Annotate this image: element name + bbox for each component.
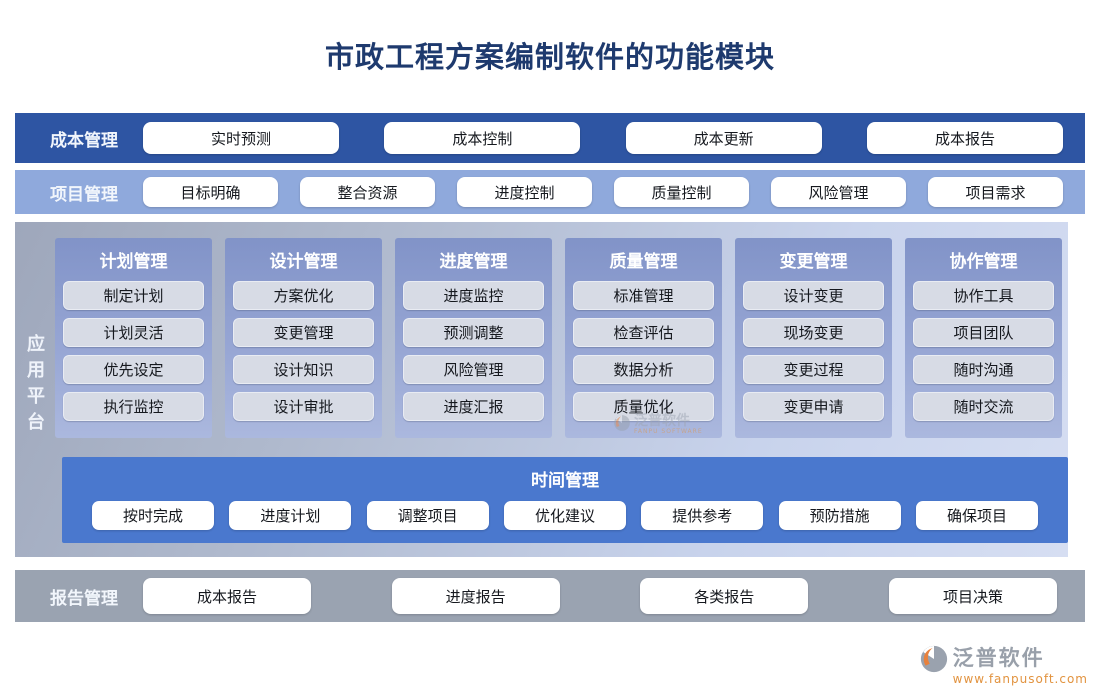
column-collaboration-management: 协作管理 协作工具 项目团队 随时沟通 随时交流 xyxy=(905,238,1062,438)
project-band-button-3[interactable]: 进度控制 xyxy=(457,177,592,207)
time-band-button-3[interactable]: 调整项目 xyxy=(366,501,489,530)
column-design-management: 设计管理 方案优化 变更管理 设计知识 设计审批 xyxy=(225,238,382,438)
column-item[interactable]: 随时交流 xyxy=(913,392,1054,421)
report-management-band: 报告管理 成本报告 进度报告 各类报告 项目决策 xyxy=(15,570,1085,622)
column-header: 进度管理 xyxy=(439,252,508,272)
column-plan-management: 计划管理 制定计划 计划灵活 优先设定 执行监控 xyxy=(55,238,212,438)
column-item[interactable]: 协作工具 xyxy=(913,281,1054,310)
page-title: 市政工程方案编制软件的功能模块 xyxy=(324,40,775,74)
column-item[interactable]: 进度汇报 xyxy=(403,392,544,421)
project-band-button-6[interactable]: 项目需求 xyxy=(928,177,1063,207)
column-header: 质量管理 xyxy=(609,252,678,272)
time-band-button-4[interactable]: 优化建议 xyxy=(503,501,626,530)
module-columns: 计划管理 制定计划 计划灵活 优先设定 执行监控 设计管理 方案优化 变更管理 … xyxy=(55,238,1062,438)
time-band-button-7[interactable]: 确保项目 xyxy=(915,501,1038,530)
project-band-button-2[interactable]: 整合资源 xyxy=(300,177,435,207)
column-item[interactable]: 项目团队 xyxy=(913,318,1054,347)
column-change-management: 变更管理 设计变更 现场变更 变更过程 变更申请 xyxy=(735,238,892,438)
cost-band-label: 成本管理 xyxy=(50,130,118,151)
column-item[interactable]: 数据分析 xyxy=(573,355,714,384)
report-band-label: 报告管理 xyxy=(50,588,118,609)
fanpu-logo-icon xyxy=(920,645,947,673)
report-band-button-1[interactable]: 成本报告 xyxy=(143,578,311,614)
project-management-band: 项目管理 目标明确 整合资源 进度控制 质量控制 风险管理 项目需求 xyxy=(15,170,1085,214)
time-management-band: 时间管理 按时完成 进度计划 调整项目 优化建议 提供参考 预防措施 确保项目 xyxy=(62,457,1068,543)
cost-band-button-3[interactable]: 成本更新 xyxy=(625,122,822,154)
fanpu-logo: 泛普软件 www.fanpusoft.com xyxy=(919,642,1088,686)
report-band-button-2[interactable]: 进度报告 xyxy=(391,578,560,614)
column-item[interactable]: 变更过程 xyxy=(743,355,884,384)
time-band-button-2[interactable]: 进度计划 xyxy=(229,501,352,530)
column-item[interactable]: 标准管理 xyxy=(573,281,714,310)
column-item[interactable]: 随时沟通 xyxy=(913,355,1054,384)
column-item[interactable]: 设计变更 xyxy=(743,281,884,310)
column-item[interactable]: 优先设定 xyxy=(63,355,204,384)
cost-management-band: 成本管理 实时预测 成本控制 成本更新 成本报告 xyxy=(15,113,1085,163)
cost-band-button-2[interactable]: 成本控制 xyxy=(384,122,581,154)
time-band-button-1[interactable]: 按时完成 xyxy=(92,501,214,530)
column-progress-management: 进度管理 进度监控 预测调整 风险管理 进度汇报 xyxy=(395,238,552,438)
column-item[interactable]: 制定计划 xyxy=(63,281,204,310)
time-band-button-5[interactable]: 提供参考 xyxy=(641,501,764,530)
project-band-buttons: 目标明确 整合资源 进度控制 质量控制 风险管理 项目需求 xyxy=(143,177,1085,207)
time-band-buttons: 按时完成 进度计划 调整项目 优化建议 提供参考 预防措施 确保项目 xyxy=(62,501,1068,530)
column-item[interactable]: 变更申请 xyxy=(743,392,884,421)
column-header: 计划管理 xyxy=(99,252,168,272)
fanpu-logo-url[interactable]: www.fanpusoft.com xyxy=(952,672,1088,686)
report-band-button-4[interactable]: 项目决策 xyxy=(888,578,1057,614)
report-band-buttons: 成本报告 进度报告 各类报告 项目决策 xyxy=(143,578,1085,614)
column-item[interactable]: 设计知识 xyxy=(233,355,374,384)
column-header: 协作管理 xyxy=(949,252,1018,272)
cost-band-button-1[interactable]: 实时预测 xyxy=(143,122,339,154)
column-item[interactable]: 计划灵活 xyxy=(63,318,204,347)
column-item[interactable]: 变更管理 xyxy=(233,318,374,347)
project-band-button-4[interactable]: 质量控制 xyxy=(614,177,749,207)
application-platform-panel: 应用平台 计划管理 制定计划 计划灵活 优先设定 执行监控 设计管理 方案优化 … xyxy=(15,222,1068,557)
report-band-button-3[interactable]: 各类报告 xyxy=(640,578,809,614)
project-band-button-1[interactable]: 目标明确 xyxy=(143,177,278,207)
watermark-logo: 泛普软件 FANPU SOFTWARE xyxy=(613,414,703,435)
time-band-label: 时间管理 xyxy=(531,471,599,491)
column-item[interactable]: 现场变更 xyxy=(743,318,884,347)
column-item[interactable]: 执行监控 xyxy=(63,392,204,421)
column-item[interactable]: 检查评估 xyxy=(573,318,714,347)
cost-band-buttons: 实时预测 成本控制 成本更新 成本报告 xyxy=(143,122,1085,154)
watermark-text: 泛普软件 xyxy=(634,413,690,429)
project-band-label: 项目管理 xyxy=(50,184,118,205)
column-header: 设计管理 xyxy=(269,252,338,272)
column-item[interactable]: 方案优化 xyxy=(233,281,374,310)
fanpu-watermark-icon xyxy=(614,415,630,431)
column-header: 变更管理 xyxy=(779,252,848,272)
column-item[interactable]: 风险管理 xyxy=(403,355,544,384)
watermark-subtext: FANPU SOFTWARE xyxy=(634,428,703,435)
platform-vertical-label: 应用平台 xyxy=(27,334,45,433)
column-item[interactable]: 预测调整 xyxy=(403,318,544,347)
column-item[interactable]: 进度监控 xyxy=(403,281,544,310)
time-band-button-6[interactable]: 预防措施 xyxy=(778,501,901,530)
cost-band-button-4[interactable]: 成本报告 xyxy=(866,122,1063,154)
fanpu-logo-text: 泛普软件 xyxy=(952,646,1045,670)
column-item[interactable]: 设计审批 xyxy=(233,392,374,421)
project-band-button-5[interactable]: 风险管理 xyxy=(771,177,906,207)
column-quality-management: 质量管理 标准管理 检查评估 数据分析 质量优化 xyxy=(565,238,722,438)
column-item[interactable]: 质量优化 xyxy=(573,392,714,421)
